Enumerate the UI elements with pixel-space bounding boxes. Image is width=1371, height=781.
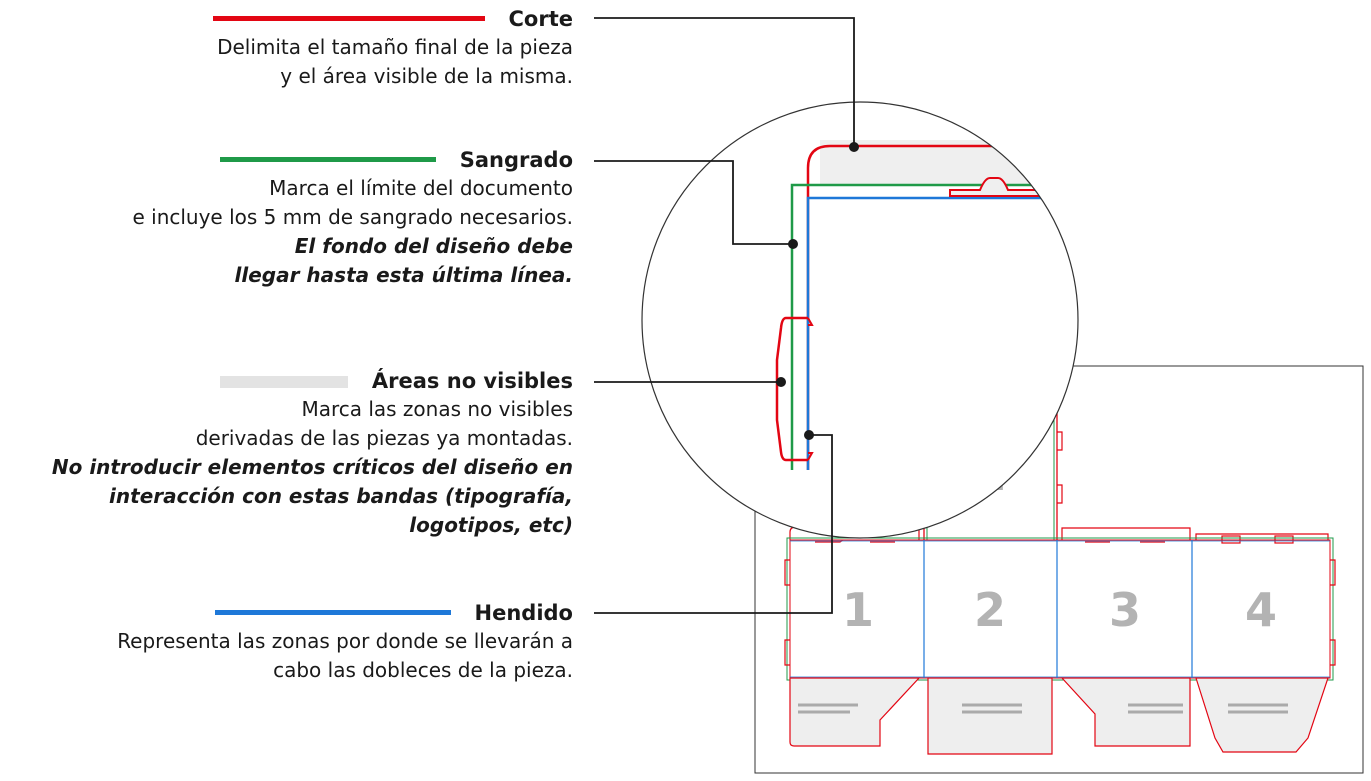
corte-desc-2: y el área visible de la misma.: [280, 64, 573, 88]
hendido-swatch: [214, 609, 451, 615]
sangrado-desc-2: e incluye los 5 mm de sangrado necesario…: [132, 205, 573, 229]
panel-number-1: 1: [842, 583, 874, 637]
sangrado-desc-1: Marca el límite del documento: [269, 176, 573, 200]
hendido-title: Hendido: [474, 601, 573, 625]
legend-sangrado: Sangrado Marca el límite del documento e…: [132, 146, 573, 290]
areas-note-2: interacción con estas bandas (tipografía…: [109, 484, 573, 508]
main-panels: 1 2 3 4: [784, 537, 1336, 681]
panel-number-4: 4: [1245, 583, 1277, 637]
legend-areas-no-visibles: Áreas no visibles Marca las zonas no vis…: [52, 367, 573, 540]
bottom-flaps: [789, 677, 1329, 755]
sangrado-note-1: El fondo del diseño debe: [294, 234, 573, 258]
leader-dots: [776, 142, 859, 440]
hendido-desc-2: cabo las dobleces de la pieza.: [273, 658, 573, 682]
legend-corte: Corte Delimita el tamaño final de la pie…: [212, 5, 573, 91]
legend-hendido: Hendido Representa las zonas por donde s…: [117, 599, 573, 685]
panel-number-2: 2: [974, 583, 1006, 637]
areas-swatch: [219, 376, 348, 388]
top-flaps: [789, 526, 1329, 544]
areas-desc-2: derivadas de las piezas ya montadas.: [195, 426, 573, 450]
corte-swatch: [212, 15, 485, 21]
areas-desc-1: Marca las zonas no visibles: [301, 397, 573, 421]
corte-title: Corte: [508, 7, 573, 31]
areas-note-1: No introducir elementos críticos del dis…: [51, 455, 573, 479]
sangrado-title: Sangrado: [459, 148, 573, 172]
sangrado-swatch: [219, 156, 436, 162]
panel-number-3: 3: [1109, 583, 1141, 637]
corte-desc-1: Delimita el tamaño final de la pieza: [217, 35, 573, 59]
hendido-desc-1: Representa las zonas por donde se llevar…: [117, 629, 573, 653]
areas-title: Áreas no visibles: [371, 369, 573, 393]
areas-note-3: logotipos, etc): [409, 513, 573, 537]
sangrado-note-2: llegar hasta esta última línea.: [234, 263, 573, 287]
leader-lines: [594, 17, 855, 614]
